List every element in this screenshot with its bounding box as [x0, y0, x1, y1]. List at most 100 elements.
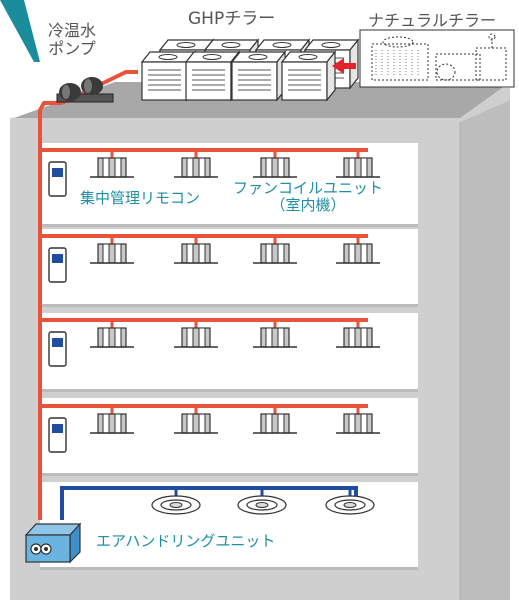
fan-coil-unit-icon — [336, 150, 380, 178]
diffuser-inner — [343, 502, 357, 508]
fan-coil-body — [343, 157, 373, 178]
fan-coil-unit-icon — [174, 236, 218, 264]
remote-body — [48, 331, 67, 367]
ghp-chiller-label-text: GHPチラー — [188, 9, 276, 29]
chiller-front — [231, 61, 278, 101]
remote-controller-icon — [48, 417, 67, 453]
fan-coil-label: ファンコイルユニット （室内機） — [233, 179, 384, 215]
pump-icon — [56, 77, 114, 103]
ahu-fan-hub — [34, 547, 38, 551]
fan-coil-unit-icon — [253, 236, 297, 264]
fan-coil-panel — [277, 327, 285, 348]
fan-coil-unit-icon — [90, 406, 134, 434]
chiller-fan — [176, 42, 196, 48]
fan-coil-panel — [102, 327, 110, 348]
remote-controller-icon — [48, 247, 67, 283]
fan-coil-body — [181, 413, 211, 434]
fan-coil-body — [343, 243, 373, 264]
fan-coil-panel — [265, 413, 273, 434]
callout-stripe — [0, 0, 40, 62]
natural-chiller-pump — [436, 63, 456, 81]
fan-coil-panel — [186, 243, 194, 264]
floor-panel — [40, 229, 418, 307]
fan-coil-panel — [360, 327, 368, 348]
floor-panel — [40, 398, 418, 476]
fan-coil-panel — [102, 243, 110, 264]
remote-controller-icon — [48, 331, 67, 367]
floor-panel — [40, 313, 418, 392]
chiller-fan — [248, 54, 268, 60]
fan-coil-body — [260, 413, 290, 434]
fan-coil-unit-icon — [174, 406, 218, 434]
remote-body — [48, 247, 67, 283]
chiller-unit-icon — [280, 50, 337, 102]
fan-coil-panel — [360, 243, 368, 264]
natural-chiller-body — [435, 53, 481, 81]
chiller-fan — [202, 54, 222, 60]
natural-chiller-body — [371, 43, 429, 81]
fan-coil-panel — [198, 157, 206, 178]
natural-chiller-label-text: ナチュラルチラー — [368, 11, 497, 30]
central-remote-label: 集中管理リモコン — [80, 189, 200, 207]
fan-coil-panel — [277, 157, 285, 178]
chiller-fan — [221, 42, 241, 48]
fan-coil-panel — [198, 413, 206, 434]
chiller-fan — [158, 54, 178, 60]
chiller-front — [141, 61, 188, 101]
remote-screen — [52, 338, 63, 347]
floor-shadow — [40, 389, 418, 392]
pump-label: 冷温水 ポンプ — [48, 21, 97, 59]
fan-coil-unit-icon — [90, 320, 134, 348]
chiller-front — [185, 61, 232, 101]
fan-coil-panel — [114, 327, 122, 348]
natural-chiller-icon — [359, 29, 515, 88]
fan-coil-panel — [114, 243, 122, 264]
riser-pipe — [38, 101, 62, 520]
fan-coil-unit-icon — [253, 320, 297, 348]
chiller-unit-icon — [184, 50, 241, 102]
floor-shadow — [40, 224, 418, 227]
fan-coil-label-text: ファンコイルユニット （室内機） — [233, 179, 384, 215]
fan-coil-panel — [186, 157, 194, 178]
natural-chiller-label: ナチュラルチラー — [368, 11, 497, 30]
fan-coil-panel — [102, 157, 110, 178]
fan-coil-body — [260, 243, 290, 264]
remote-controller-icon — [48, 161, 67, 197]
pump-label-text: 冷温水 ポンプ — [48, 21, 97, 59]
fan-coil-unit-icon — [253, 150, 297, 178]
remote-screen — [52, 424, 63, 433]
fan-coil-body — [260, 327, 290, 348]
building-side — [460, 100, 510, 600]
fan-coil-panel — [348, 243, 356, 264]
natural-chiller-valve — [488, 33, 496, 41]
fan-coil-body — [181, 327, 211, 348]
floor-shadow — [40, 473, 418, 476]
fan-coil-body — [97, 243, 127, 264]
fan-coil-unit-icon — [174, 150, 218, 178]
chiller-unit-icon — [230, 50, 287, 102]
floor-panel — [40, 482, 418, 570]
fan-coil-panel — [114, 413, 122, 434]
fan-coil-body — [260, 157, 290, 178]
fan-coil-body — [97, 157, 127, 178]
natural-chiller-frame — [359, 29, 515, 88]
air-handling-unit-icon — [24, 522, 82, 564]
fan-coil-panel — [186, 413, 194, 434]
fan-coil-panel — [265, 243, 273, 264]
fan-coil-panel — [198, 243, 206, 264]
remote-body — [48, 417, 67, 453]
fan-coil-panel — [348, 413, 356, 434]
diffuser-inner — [255, 502, 269, 508]
fan-coil-unit-icon — [90, 150, 134, 178]
floor-shadow — [40, 567, 418, 570]
ceiling-diffuser-icon — [151, 488, 201, 515]
fan-coil-unit-icon — [90, 236, 134, 264]
fan-coil-unit-icon — [336, 406, 380, 434]
fan-coil-body — [97, 413, 127, 434]
fan-coil-body — [181, 243, 211, 264]
floor-shadow — [40, 304, 418, 307]
ahu-label-text: エアハンドリングユニット — [96, 532, 276, 550]
ceiling-diffuser-icon — [237, 488, 287, 515]
fan-coil-panel — [360, 413, 368, 434]
